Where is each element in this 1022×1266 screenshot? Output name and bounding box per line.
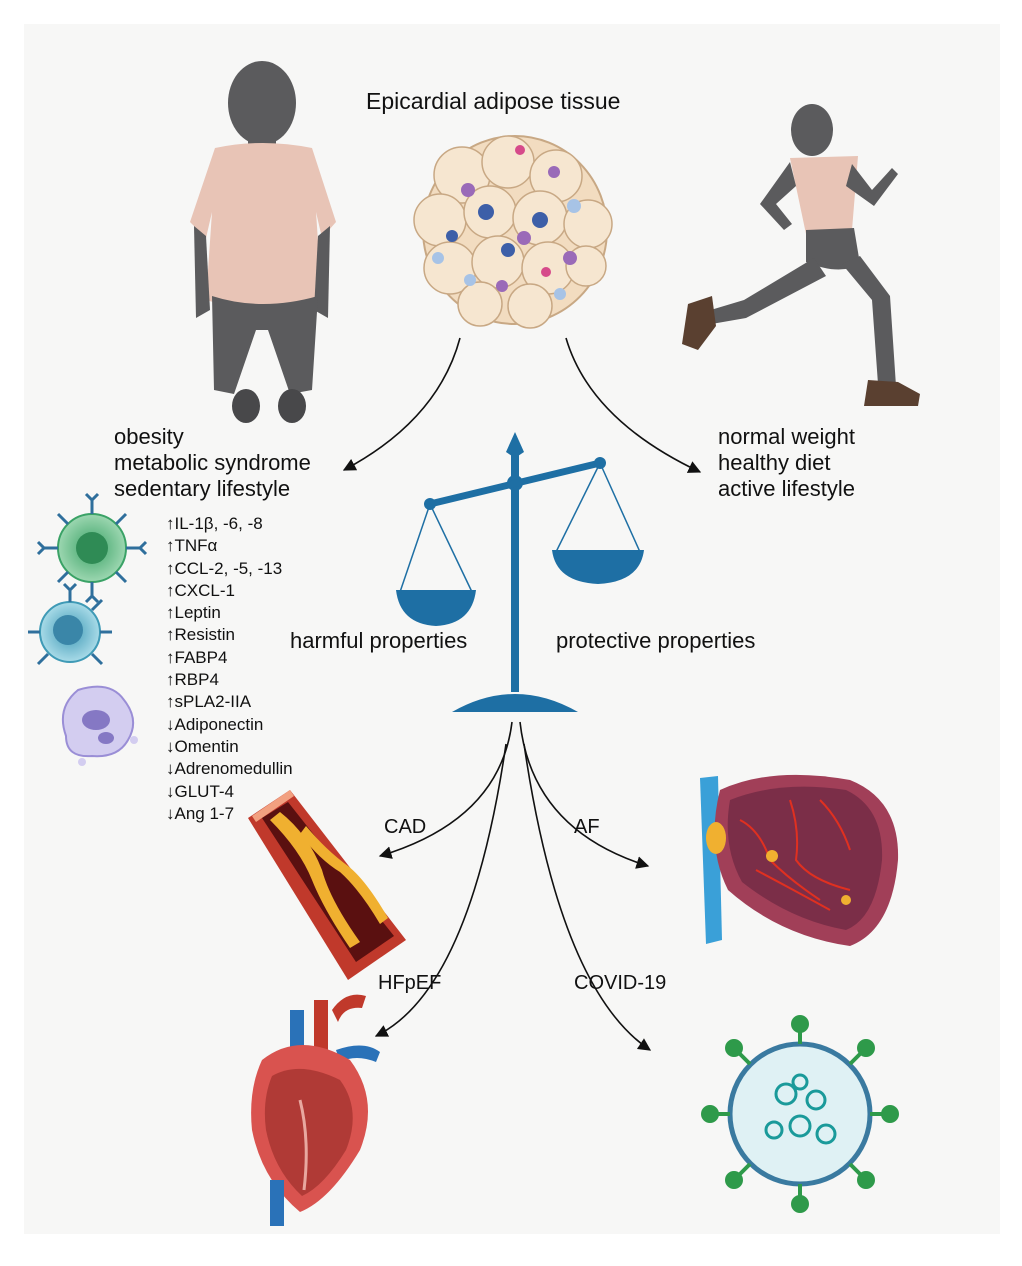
biomarker-name: Omentin	[174, 736, 239, 756]
up-arrow-icon: ↑	[166, 580, 175, 600]
arrow-to-normal-weight	[565, 337, 702, 473]
biomarker-name: CCL-2, -5, -13	[174, 558, 283, 578]
up-arrow-icon: ↑	[166, 647, 175, 667]
biomarker-name: Leptin	[174, 603, 221, 623]
arrow-to-cad	[378, 721, 513, 859]
up-arrow-icon: ↑	[166, 625, 175, 645]
atrial-fibrillation-heart-icon	[700, 774, 899, 946]
biomarker-row: ↑TNFα	[166, 535, 293, 557]
bottom-arrows	[374, 721, 652, 1051]
biomarker-name: Ang 1-7	[174, 803, 235, 823]
coronavirus-icon	[701, 1015, 899, 1213]
lymphocyte-cell-icon-blue	[28, 582, 112, 666]
up-arrow-icon: ↑	[166, 536, 175, 556]
biomarker-list: ↑IL-1β, -6, -8↑TNFα↑CCL-2, -5, -13↑CXCL-…	[166, 513, 293, 825]
biomarker-row: ↑CXCL-1	[166, 580, 293, 602]
biomarker-name: RBP4	[174, 670, 219, 690]
balance-scale-icon	[396, 432, 644, 712]
arrow-to-af	[519, 721, 650, 869]
down-arrow-icon: ↓	[166, 803, 175, 823]
biomarker-row: ↑Resistin	[166, 624, 293, 646]
biomarker-row: ↑IL-1β, -6, -8	[166, 513, 293, 535]
arrow-to-hfpef	[374, 743, 507, 1037]
right-factor: normal weight	[718, 424, 855, 449]
biomarker-name: FABP4	[174, 647, 228, 667]
biomarker-name: Adrenomedullin	[174, 759, 293, 779]
biomarker-row: ↑Leptin	[166, 602, 293, 624]
protective-properties-label: protective properties	[556, 628, 756, 653]
up-arrow-icon: ↑	[166, 603, 175, 623]
biomarker-name: CXCL-1	[174, 580, 235, 600]
biomarker-row: ↓Ang 1-7	[166, 803, 293, 825]
title: Epicardial adipose tissue	[366, 88, 621, 114]
obese-person-icon	[190, 61, 336, 423]
left-factor: sedentary lifestyle	[114, 476, 291, 501]
biomarker-row: ↓Omentin	[166, 736, 293, 758]
arrow-to-covid	[523, 743, 652, 1051]
up-arrow-icon: ↑	[166, 558, 175, 578]
arrow-to-obesity	[342, 337, 461, 471]
af-label: AF	[574, 816, 600, 838]
biomarker-row: ↑RBP4	[166, 669, 293, 691]
atherosclerotic-artery-icon	[248, 790, 406, 980]
biomarker-name: TNFα	[174, 536, 218, 556]
adipose-tissue-icon	[413, 135, 613, 329]
runner-icon	[682, 104, 920, 406]
biomarker-name: GLUT-4	[174, 781, 235, 801]
biomarker-row: ↑sPLA2-IIA	[166, 691, 293, 713]
biomarker-row: ↑FABP4	[166, 647, 293, 669]
left-factor: obesity	[114, 424, 184, 449]
left-factors: obesity metabolic syndrome sedentary lif…	[114, 424, 311, 502]
down-arrow-icon: ↓	[166, 781, 175, 801]
biomarker-row: ↓Adiponectin	[166, 714, 293, 736]
eosinophil-cell-icon-purple	[62, 685, 138, 766]
harmful-properties-label: harmful properties	[290, 628, 468, 653]
macrophage-cell-icon-green	[36, 492, 148, 604]
heart-icon	[251, 994, 380, 1226]
right-factor: healthy diet	[718, 450, 831, 475]
up-arrow-icon: ↑	[166, 670, 175, 690]
cad-label: CAD	[384, 816, 427, 838]
down-arrow-icon: ↓	[166, 759, 175, 779]
up-arrow-icon: ↑	[166, 514, 175, 533]
top-arrows	[342, 337, 702, 473]
hfpef-label: HFpEF	[378, 972, 442, 994]
biomarker-name: Adiponectin	[174, 714, 264, 734]
right-factors: normal weight healthy diet active lifest…	[718, 424, 855, 502]
biomarker-row: ↓GLUT-4	[166, 781, 293, 803]
left-factor: metabolic syndrome	[114, 450, 311, 475]
biomarker-row: ↓Adrenomedullin	[166, 758, 293, 780]
biomarker-name: sPLA2-IIA	[174, 692, 252, 712]
biomarker-name: Resistin	[174, 625, 235, 645]
down-arrow-icon: ↓	[166, 736, 175, 756]
right-factor: active lifestyle	[718, 476, 855, 501]
up-arrow-icon: ↑	[166, 692, 175, 712]
down-arrow-icon: ↓	[166, 714, 175, 734]
covid-label: COVID-19	[574, 972, 667, 994]
biomarker-row: ↑CCL-2, -5, -13	[166, 558, 293, 580]
biomarker-name: IL-1β, -6, -8	[174, 514, 263, 533]
